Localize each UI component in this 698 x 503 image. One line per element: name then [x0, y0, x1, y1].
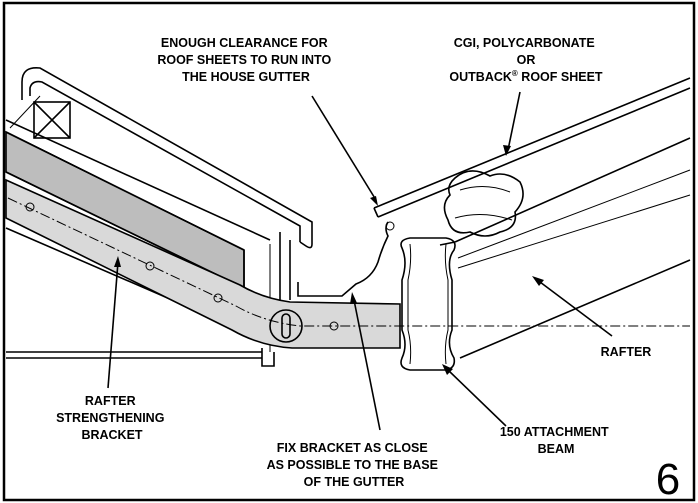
roof-sheet-label: CGI, POLYCARBONATE OR [454, 36, 598, 67]
fix-line-3: OF THE GUTTER [304, 475, 405, 489]
leader-lines [107, 91, 613, 431]
attachment-beam [400, 237, 456, 371]
fix-bracket-label: FIX BRACKET AS CLOSE AS POSSIBLE TO THE … [267, 441, 442, 489]
sheet-line-3-brand: OUTBACK [449, 70, 512, 84]
strengthening-bracket-label: RAFTER STRENGTHENING BRACKET [56, 394, 168, 442]
sheet-line-3: OUTBACK® ROOF SHEET [449, 69, 602, 84]
roof-sheet [373, 77, 691, 218]
attachment-beam-label: 150 ATTACHMENT BEAM [500, 425, 612, 456]
registered-mark: ® [512, 69, 518, 78]
beam-line-2: BEAM [538, 442, 575, 456]
clearance-label: ENOUGH CLEARANCE FOR ROOF SHEETS TO RUN … [157, 36, 334, 84]
clearance-line-1: ENOUGH CLEARANCE FOR [161, 36, 328, 50]
sheet-line-2: OR [517, 53, 536, 67]
fix-line-1: FIX BRACKET AS CLOSE [277, 441, 428, 455]
strengthening-line-1: RAFTER [85, 394, 136, 408]
sheet-line-3-rest: ROOF SHEET [518, 70, 603, 84]
strengthening-line-2: STRENGTHENING [56, 411, 164, 425]
rafter-label: RAFTER [601, 345, 652, 359]
clearance-line-3: THE HOUSE GUTTER [182, 70, 310, 84]
figure-number: 6 [656, 455, 680, 503]
crossed-box [33, 101, 71, 139]
strengthening-bracket [5, 178, 690, 349]
pivot-slot [269, 309, 303, 343]
house-gutter [279, 221, 395, 300]
strengthening-line-3: BRACKET [81, 428, 142, 442]
sheet-line-1: CGI, POLYCARBONATE [454, 36, 595, 50]
fix-line-2: AS POSSIBLE TO THE BASE [267, 458, 438, 472]
clearance-line-2: ROOF SHEETS TO RUN INTO [157, 53, 331, 67]
bolt-holes [25, 202, 339, 331]
rafter-cutaway [443, 170, 524, 237]
beam-line-1: 150 ATTACHMENT [500, 425, 609, 439]
